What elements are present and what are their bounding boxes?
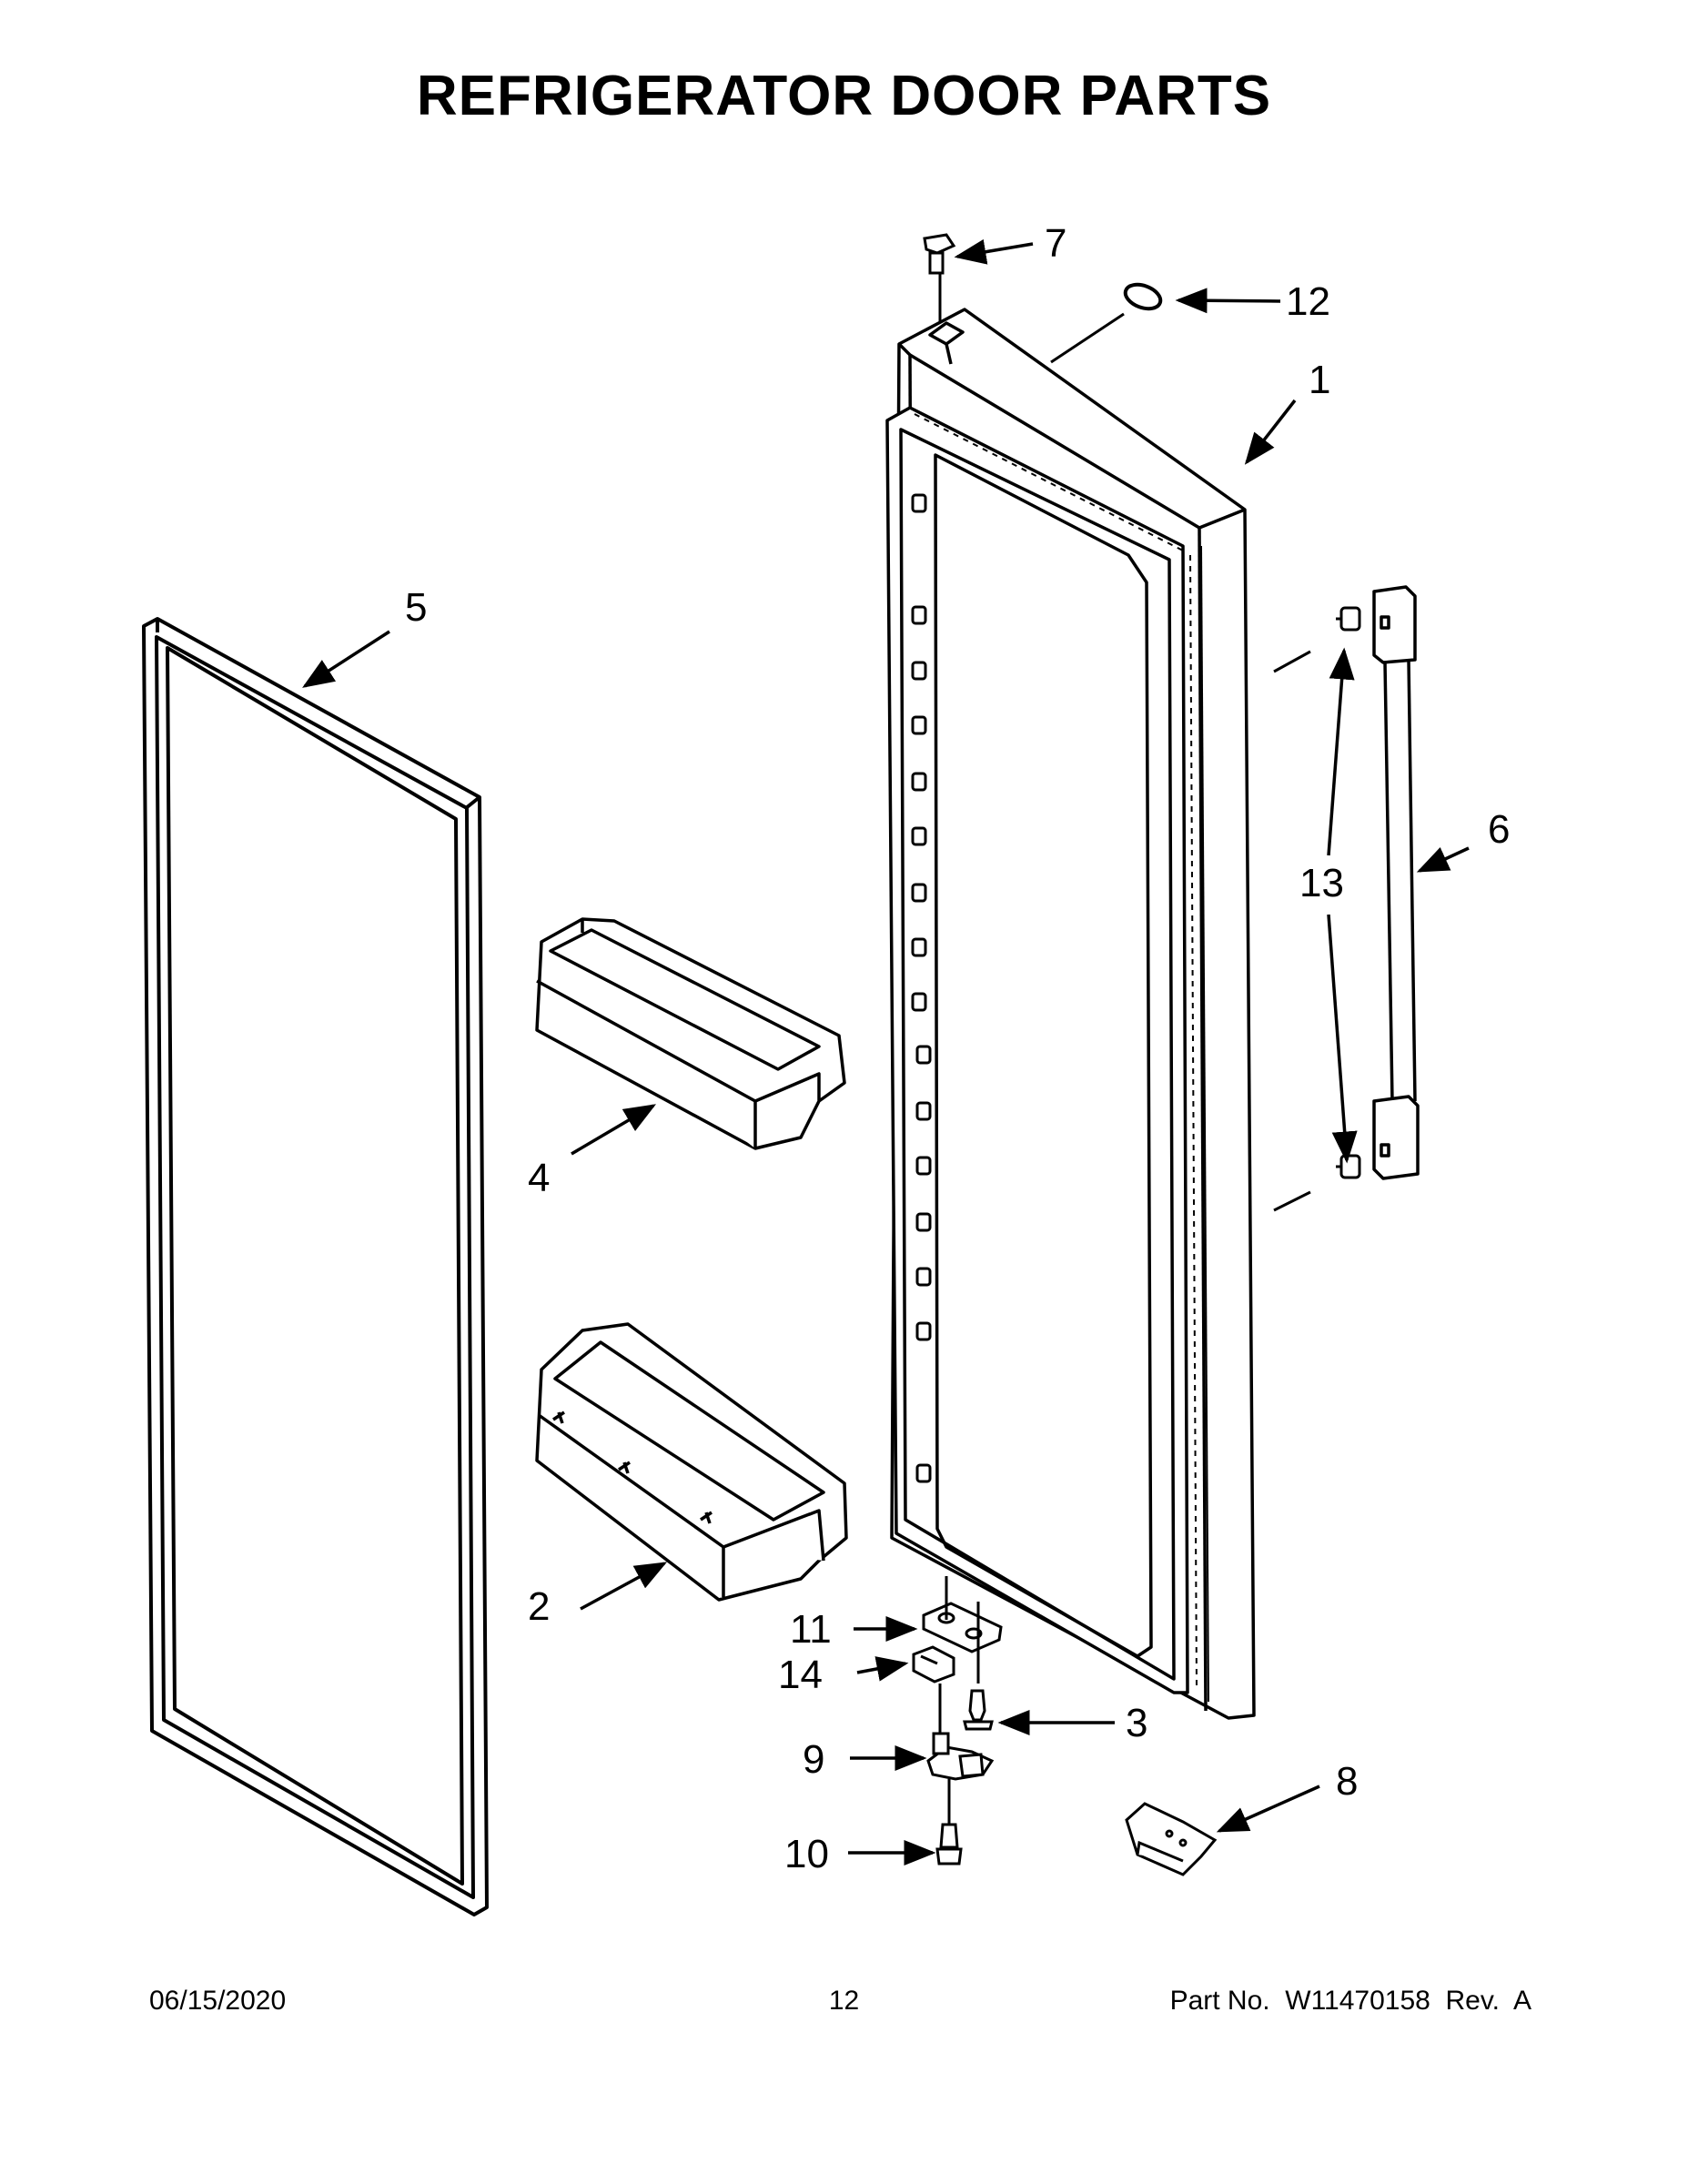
bottom-hinge — [926, 1732, 995, 1781]
door-bin-lower — [535, 1322, 848, 1602]
callout-11: 11 — [790, 1607, 832, 1652]
callout-7: 7 — [1045, 221, 1066, 266]
door-handle — [1372, 585, 1420, 1180]
callout-2: 2 — [528, 1584, 550, 1629]
callout-4: 4 — [528, 1156, 550, 1200]
callout-arrows — [302, 238, 1470, 1866]
door-gasket — [142, 617, 489, 1916]
door-bin-upper — [535, 917, 846, 1150]
callout-12: 12 — [1286, 279, 1330, 324]
callout-9: 9 — [803, 1737, 824, 1782]
hinge-screw-lower — [935, 1823, 963, 1866]
callout-14: 14 — [778, 1653, 823, 1697]
top-hinge-pin — [923, 233, 956, 275]
callout-10: 10 — [784, 1832, 829, 1876]
leader-lines — [938, 273, 1311, 1825]
hinge-bushing — [912, 1645, 955, 1684]
footer-part-number: Part No. W11470158 Rev. A — [1169, 1986, 1531, 2016]
callout-1: 1 — [1309, 358, 1330, 402]
hinge-screw-upper — [963, 1689, 994, 1731]
callout-5: 5 — [405, 585, 427, 630]
o-ring — [1123, 282, 1163, 311]
callout-3: 3 — [1126, 1701, 1147, 1745]
refrigerator-door — [885, 308, 1256, 1720]
callout-13: 13 — [1299, 861, 1344, 905]
footer-date: 06/15/2020 — [149, 1986, 287, 2016]
hinge-plate — [922, 1602, 1003, 1653]
shelf-clip-row — [911, 493, 932, 1483]
page-title: REFRIGERATOR DOOR PARTS — [416, 65, 1272, 127]
callout-8: 8 — [1336, 1759, 1358, 1804]
handle-stud-upper — [1336, 606, 1361, 632]
callout-6: 6 — [1488, 807, 1510, 852]
footer-page-number: 12 — [828, 1986, 860, 2016]
hinge-cover — [1125, 1802, 1218, 1876]
